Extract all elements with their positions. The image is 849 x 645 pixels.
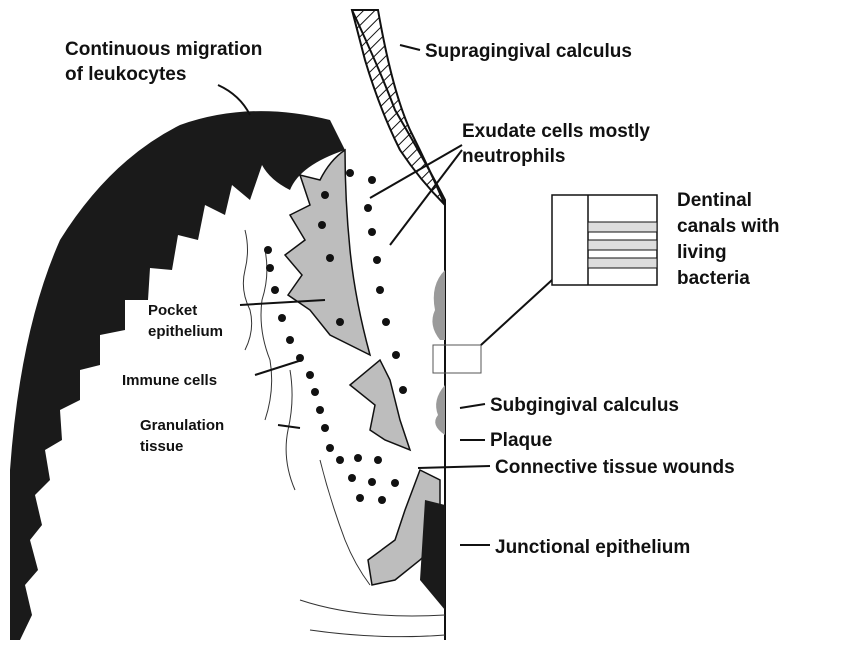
label-connective: Connective tissue wounds <box>495 457 735 478</box>
label-subgingival: Subgingival calculus <box>490 395 679 416</box>
label-pocket-1: Pocket <box>148 302 197 319</box>
label-granulation-2: tissue <box>140 438 183 455</box>
label-dentinal-4: bacteria <box>677 268 750 289</box>
label-pocket-2: epithelium <box>148 323 223 340</box>
subgingival-calculus-upper <box>432 270 445 340</box>
pocket-epithelium-shape <box>285 150 370 355</box>
label-immune: Immune cells <box>122 372 217 389</box>
label-plaque: Plaque <box>490 430 552 451</box>
label-supragingival: Supragingival calculus <box>425 41 632 62</box>
connective-wound-shape <box>350 360 410 450</box>
supragingival-calculus-shape <box>352 10 445 205</box>
label-dentinal-1: Dentinal <box>677 190 752 211</box>
dentinal-small-box <box>433 345 481 373</box>
label-dentinal-2: canals with <box>677 216 779 237</box>
label-exudate-1: Exudate cells mostly <box>462 121 650 142</box>
subgingival-calculus-lower <box>435 385 445 435</box>
label-migration-1: Continuous migration <box>65 39 262 60</box>
label-migration-2: of leukocytes <box>65 64 186 85</box>
label-granulation-1: Granulation <box>140 417 224 434</box>
dentinal-magnified-box <box>552 195 657 285</box>
label-junctional: Junctional epithelium <box>495 537 690 558</box>
label-dentinal-3: living <box>677 242 727 263</box>
label-exudate-2: neutrophils <box>462 146 565 167</box>
